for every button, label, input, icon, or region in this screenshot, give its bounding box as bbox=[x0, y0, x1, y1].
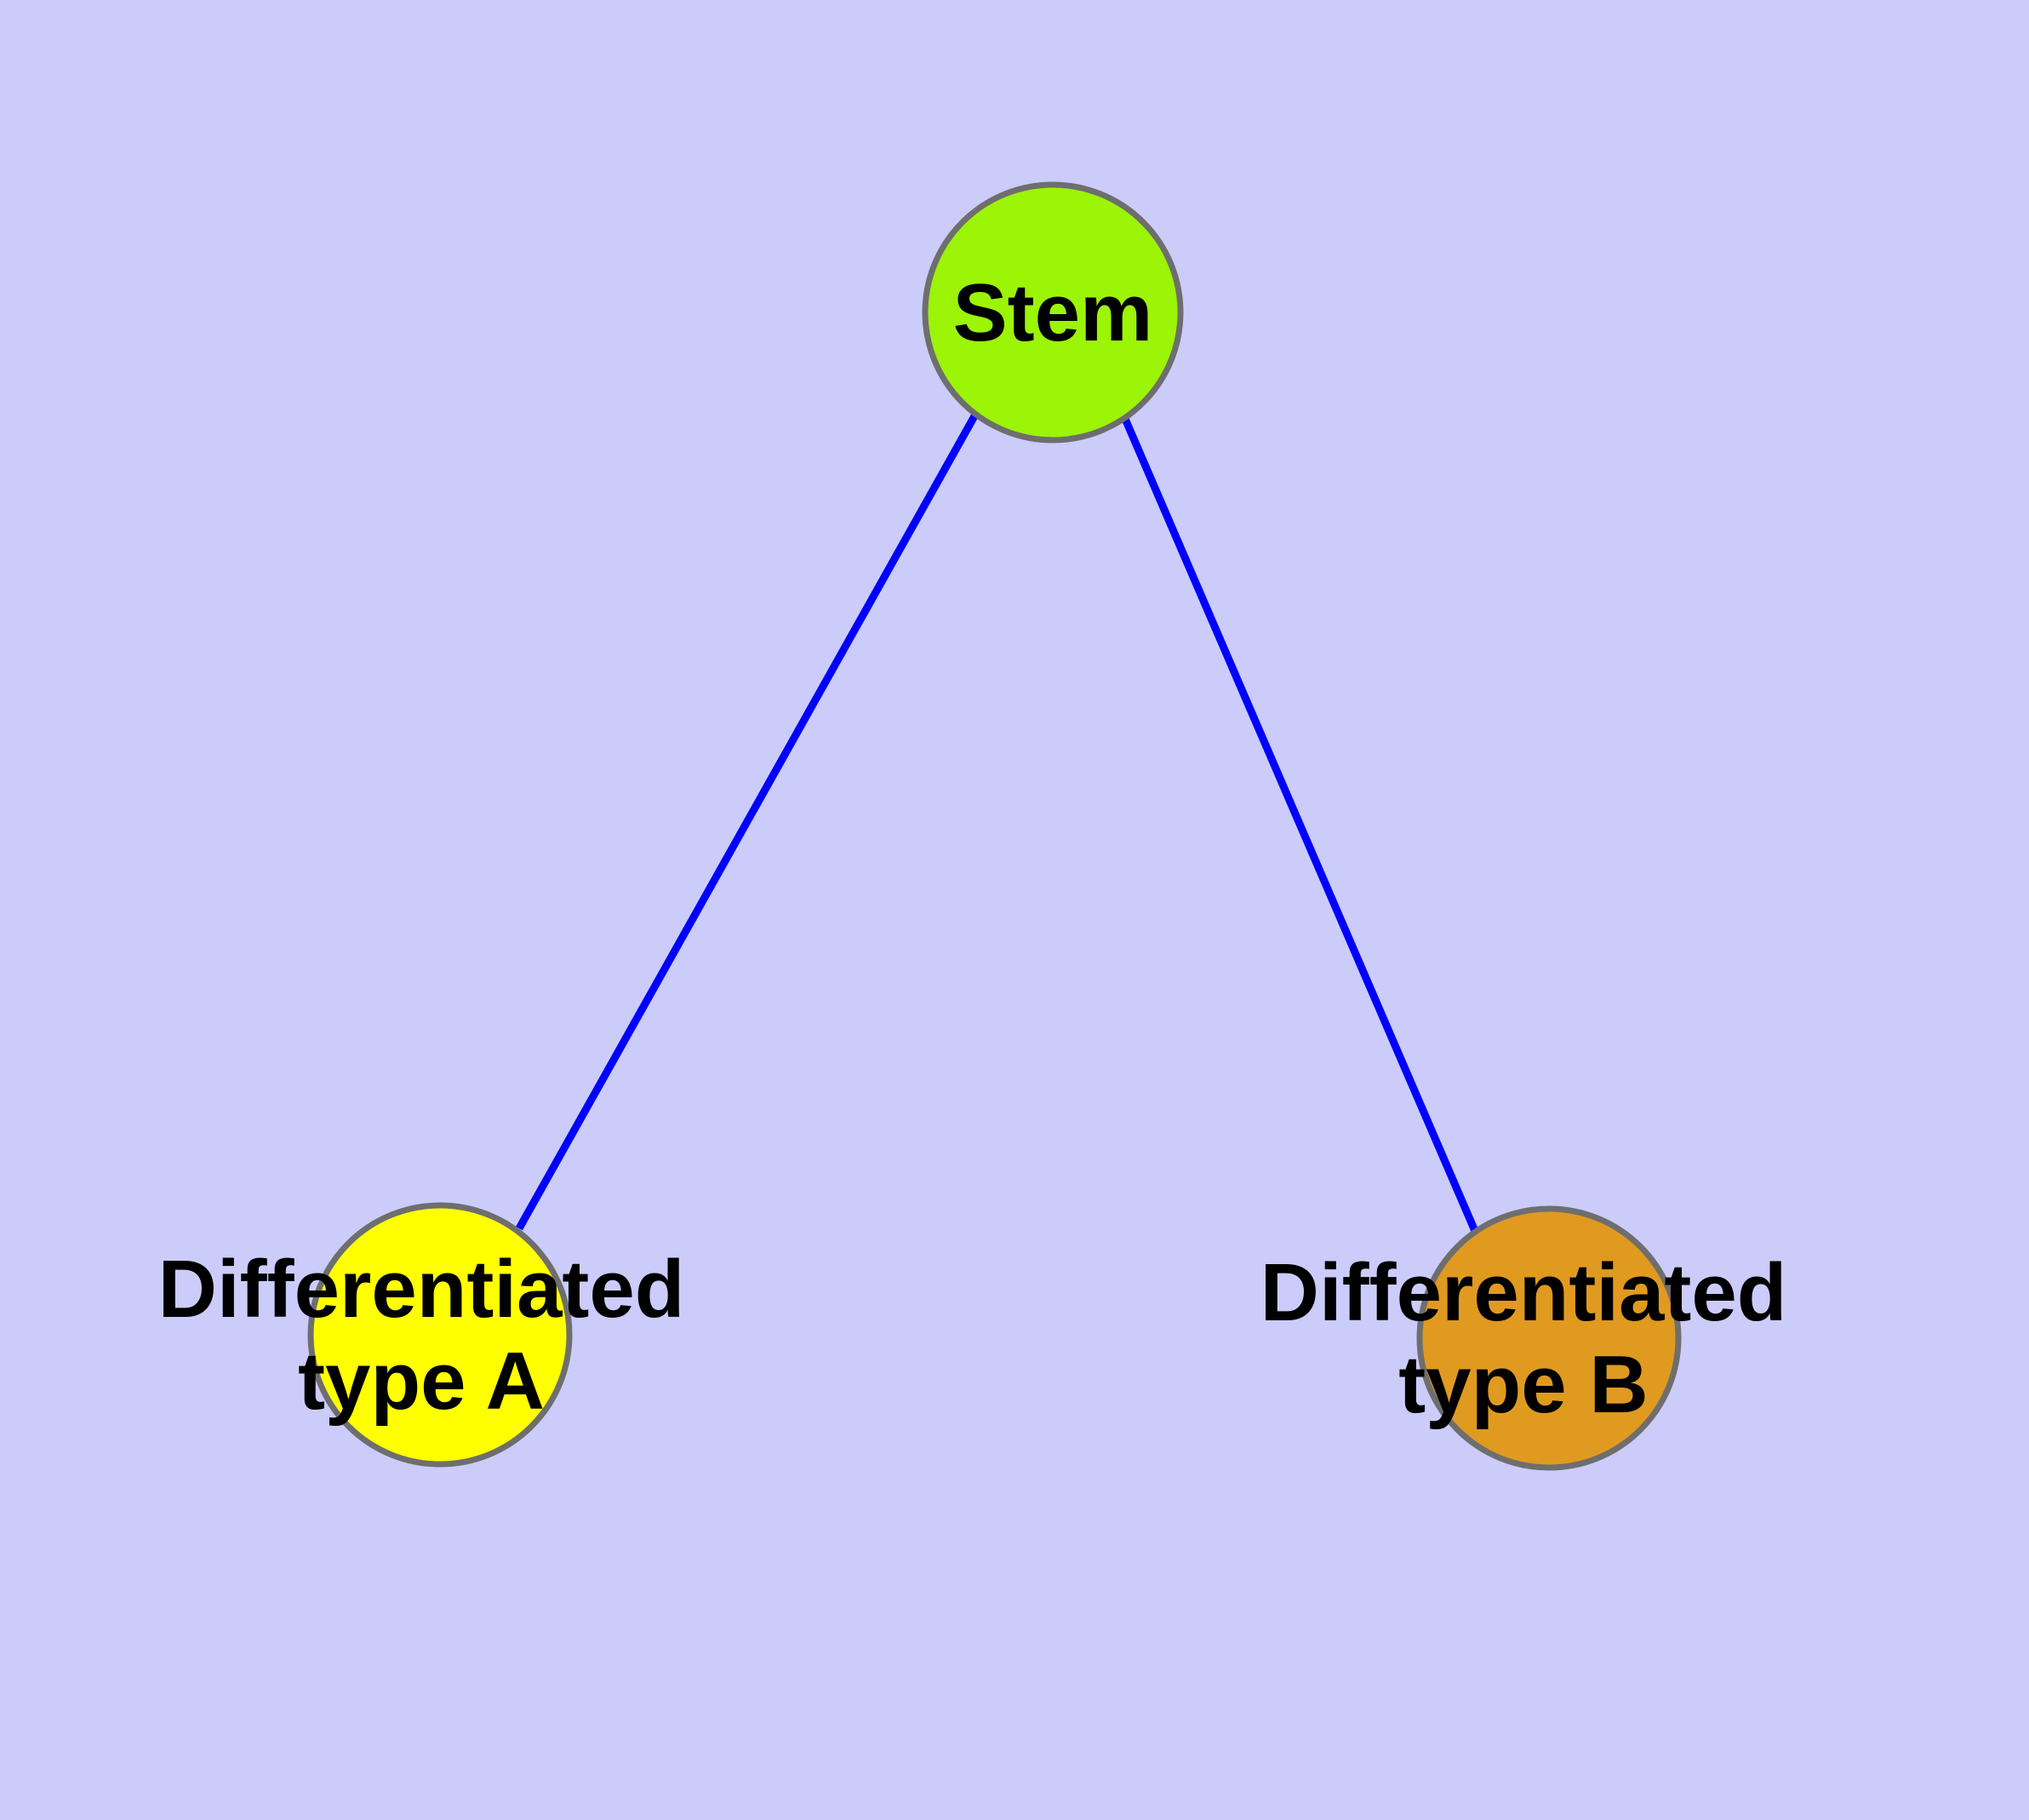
node-differentiated-type-a-label-line2: type A bbox=[298, 1336, 545, 1427]
node-stem-circle[interactable] bbox=[922, 181, 1184, 444]
edge-stem-to-differentiated-type-b[interactable] bbox=[1121, 417, 1479, 1233]
node-differentiated-type-b-label-line2: type B bbox=[1398, 1339, 1648, 1430]
node-differentiated-type-b-circle[interactable] bbox=[1416, 1205, 1682, 1471]
node-stem-label: Stem bbox=[953, 267, 1153, 358]
edge-stem-to-differentiated-type-a[interactable] bbox=[516, 412, 979, 1231]
node-differentiated-type-a-circle[interactable] bbox=[307, 1202, 573, 1468]
label-group: Stem Differentiated type A Differentiate… bbox=[158, 267, 1787, 1430]
edge-group bbox=[516, 412, 1479, 1233]
node-differentiated-type-a-label-line1: Differentiated bbox=[158, 1244, 685, 1335]
node-differentiated-type-b-label-line1: Differentiated bbox=[1260, 1247, 1787, 1338]
node-group bbox=[307, 181, 1682, 1471]
